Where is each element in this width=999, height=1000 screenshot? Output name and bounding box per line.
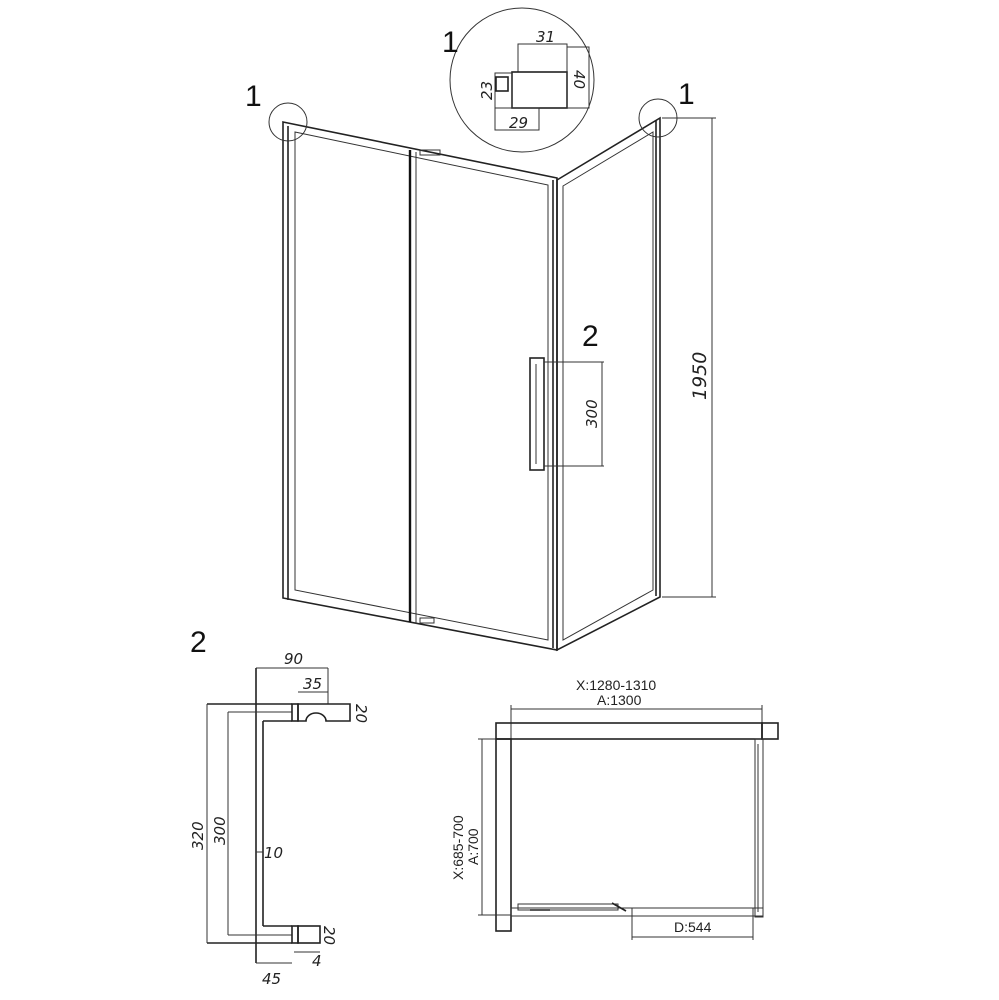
callout-right: 1: [678, 78, 695, 111]
door-handle: [529, 357, 545, 471]
bottom-mount-knob: [297, 925, 321, 944]
enclosure-front-view: 300 2 1950 1 1: [245, 78, 716, 652]
gap-dim: 4: [312, 952, 322, 970]
handle-width-dim: 90: [284, 650, 303, 668]
sliding-door-plan: [517, 903, 619, 911]
front-frame-inner: [294, 131, 549, 641]
depth-dim: 45: [262, 970, 281, 988]
profile-width-top: 31: [536, 28, 555, 46]
profile-height: 40: [570, 70, 588, 89]
callout-circle-right: [638, 98, 678, 138]
side-panel-outer: [556, 116, 661, 652]
mount-height-top-dim: 20: [352, 704, 370, 723]
bottom-mount-spacer: [291, 925, 299, 944]
plan-x-depth: X:685-700: [450, 815, 466, 880]
wall-end: [761, 722, 779, 740]
callout-left: 1: [245, 80, 262, 113]
inner-height-dim: 300: [211, 816, 229, 845]
profile-bottom-box: [494, 107, 540, 131]
handle-height-dim: 300: [583, 399, 601, 428]
side-panel-plan: [754, 738, 764, 918]
callout-handle: 2: [582, 320, 599, 353]
profile-height-left: 23: [478, 81, 496, 100]
plan-view: X:1280-1310 A:1300 X:685-700 A:700 D:544: [450, 677, 779, 940]
callout-detail: 1: [442, 26, 459, 59]
door-handle-plan: [611, 902, 627, 912]
enclosure-height-dim: 1950: [689, 352, 711, 400]
outer-height-dim: 320: [189, 821, 207, 850]
top-mount-knob: [297, 703, 351, 722]
top-roller: [419, 149, 441, 156]
bar-thickness-dim: 10: [264, 844, 283, 862]
side-panel-inner: [562, 131, 654, 641]
top-mount-spacer: [291, 703, 299, 722]
profile-body: [511, 71, 568, 109]
callout-handle-detail: 2: [190, 626, 207, 659]
plan-a-depth: A:700: [465, 828, 481, 865]
callout-circle-left: [268, 102, 308, 142]
profile-detail: 1 31 40 23 29: [442, 7, 595, 153]
fixed-panel-plan: [510, 907, 764, 917]
back-wall: [495, 722, 763, 740]
mount-width-dim: 35: [303, 675, 322, 693]
front-frame-outer: [282, 121, 558, 651]
side-wall: [495, 738, 512, 932]
detail-circle: [449, 7, 595, 153]
bottom-guide: [419, 617, 435, 624]
profile-top-box: [517, 43, 568, 73]
profile-channel: [495, 76, 509, 92]
mount-height-bottom-dim: 20: [320, 926, 338, 945]
profile-right-box: [566, 46, 590, 109]
handle-detail: 2 90 35 320 300 10 20 20 4 45: [189, 626, 370, 988]
plan-x-width: X:1280-1310: [576, 677, 656, 693]
plan-door-opening: D:544: [674, 919, 712, 935]
profile-width-bottom: 29: [509, 114, 528, 132]
plan-a-width: A:1300: [597, 692, 642, 708]
